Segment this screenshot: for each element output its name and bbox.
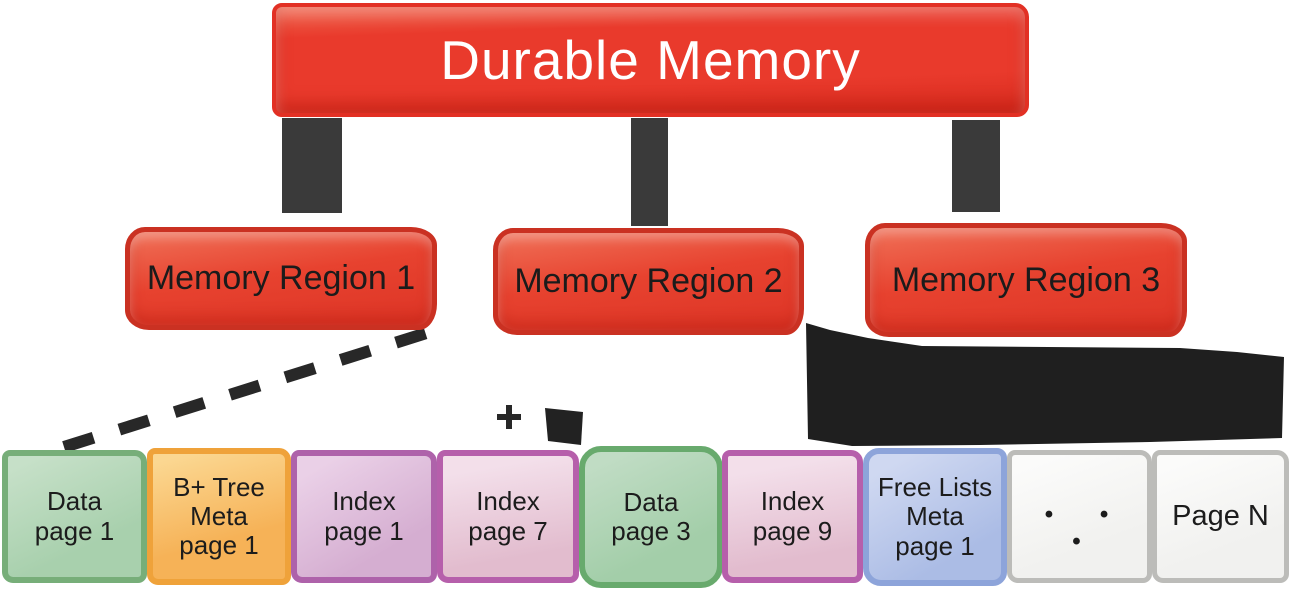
page-label: Data page 3 [611, 486, 691, 546]
connector-bar-1 [282, 118, 342, 213]
page-label: Index page 9 [752, 486, 833, 546]
dashed-expansion-line [62, 324, 438, 453]
memory-region-2-box: Memory Region 2 [493, 228, 804, 335]
page-box-ellipsis: • • • [1007, 450, 1152, 583]
page-box-btree-meta-page-1: B+ Tree Meta page 1 [147, 448, 291, 585]
page-label: Index page 7 [468, 486, 548, 546]
page-box-page-n: Page N [1152, 450, 1289, 583]
page-box-data-page-3: Data page 3 [579, 446, 723, 588]
page-box-index-page-9: Index page 9 [722, 450, 863, 583]
page-box-freelists-meta-page-1: Free Lists Meta page 1 [863, 448, 1007, 586]
page-label: B+ Tree Meta page 1 [173, 471, 265, 561]
memory-region-1-box: Memory Region 1 [125, 227, 437, 330]
page-label: Data page 1 [34, 486, 115, 546]
ellipsis-label: • • • [1044, 500, 1129, 555]
page-box-index-page-7: Index page 7 [437, 450, 579, 583]
page-box-index-page-1: Index page 1 [291, 450, 437, 583]
memory-region-2-label: Memory Region 2 [514, 262, 783, 300]
cross-mark [497, 405, 521, 429]
page-box-data-page-1: Data page 1 [2, 450, 147, 583]
page-label: Index page 1 [324, 486, 404, 546]
connector-bar-2 [631, 118, 668, 226]
durable-memory-box: Durable Memory [272, 3, 1029, 117]
connector-bar-3 [952, 120, 1000, 212]
memory-region-3-label: Memory Region 3 [891, 260, 1161, 299]
ink-blot-small [545, 408, 583, 445]
memory-region-1-label: Memory Region 1 [146, 259, 416, 297]
expansion-ink-stroke [806, 323, 1284, 446]
page-label: Page N [1172, 500, 1269, 533]
memory-region-3-box: Memory Region 3 [865, 223, 1187, 337]
page-label: Free Lists Meta page 1 [877, 472, 993, 561]
durable-memory-label: Durable Memory [440, 29, 861, 91]
